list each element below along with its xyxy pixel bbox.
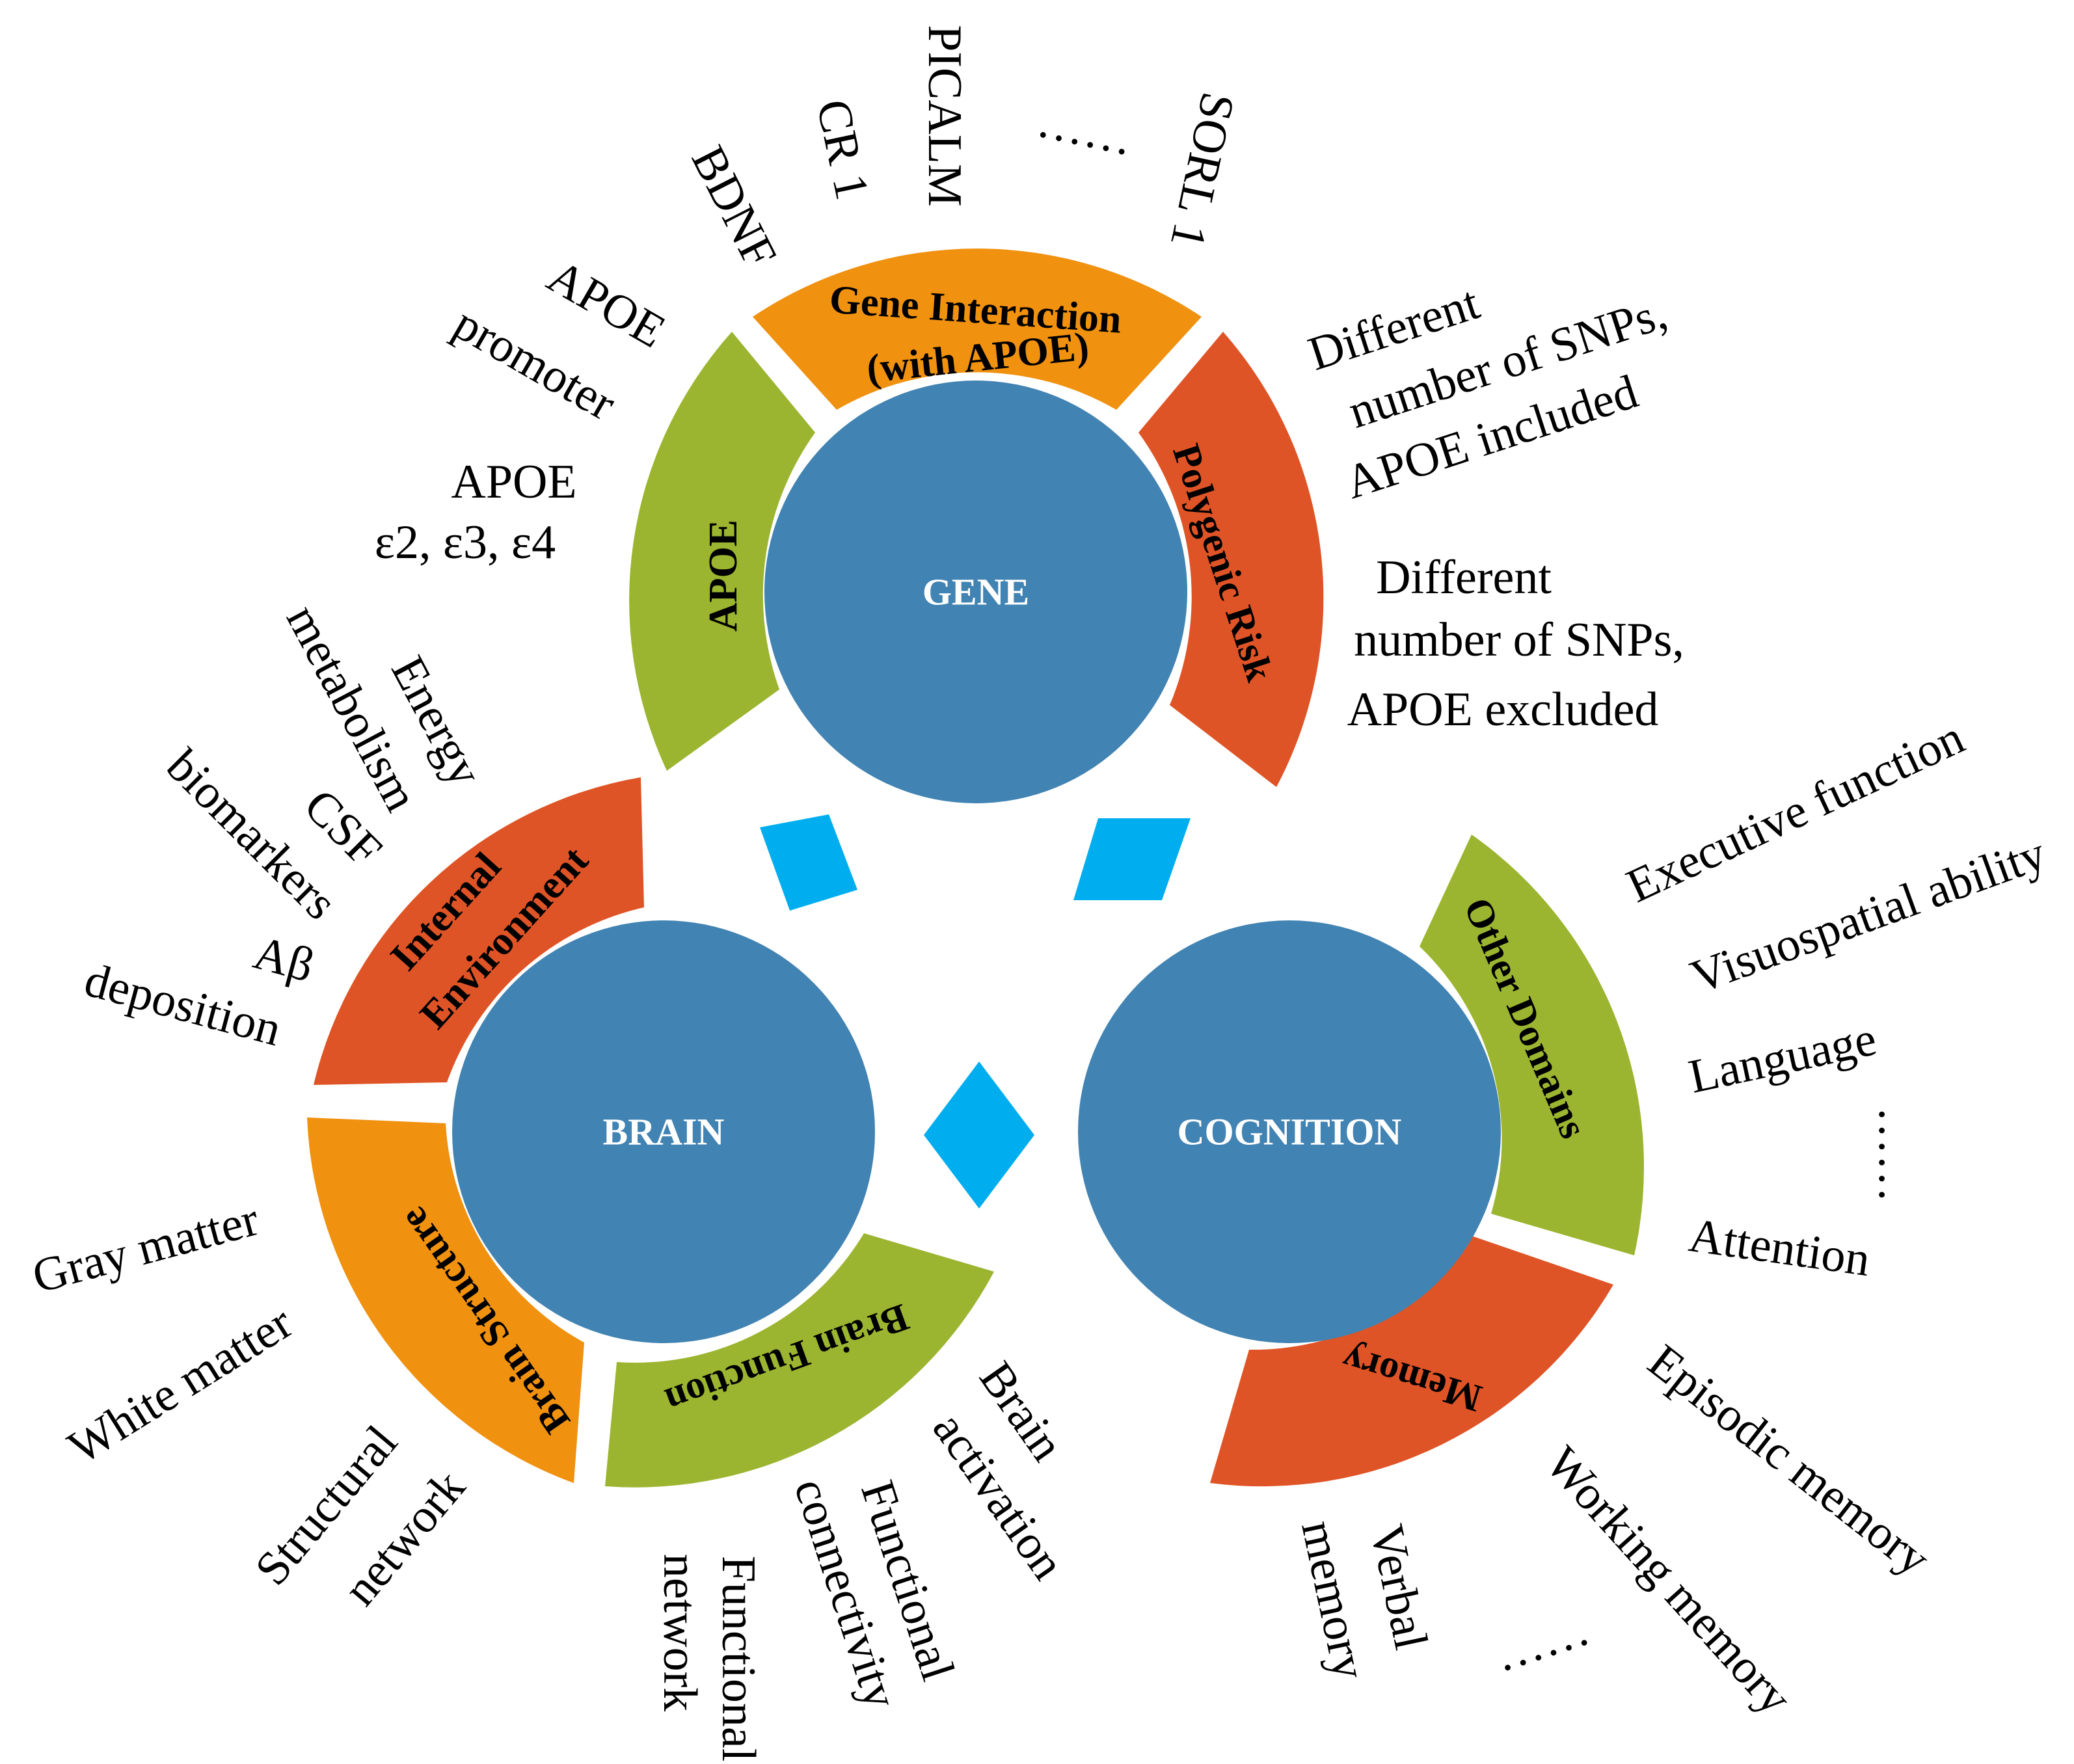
connector-diamonds [760,814,1191,1209]
label-verbal-memory-1: Verbal [1360,1520,1438,1654]
diamond-right [1073,818,1191,900]
label-snps-excluded-3: APOE excluded [1347,683,1659,736]
label-functional-network-1: Functional [712,1556,765,1762]
label-gray-matter: Gray matter [27,1192,265,1303]
label-episodic-memory: Episodic memory [1638,1334,1939,1586]
label-gene-ellipsis: …… [1032,94,1138,167]
label-domains-ellipsis: …… [1842,1106,1895,1203]
label-abeta-deposition-1: Aβ [249,926,319,993]
label-white-matter: White matter [59,1296,302,1475]
segment-gene-interaction [753,248,1202,410]
label-cr1: CR 1 [806,95,879,204]
segment-brain-structure [307,1117,584,1483]
label-snps-excluded-2: number of SNPs, [1354,613,1684,667]
label-functional-network-2: network [653,1554,707,1712]
segment-apoe [629,332,815,771]
gene-hub [764,381,1187,803]
segment-brain-function [605,1233,994,1488]
brain-hub [452,920,875,1343]
segment-memory [1210,1236,1613,1487]
label-picalm: PICALM [918,25,971,207]
segment-internal-environment [314,777,644,1085]
label-attention: Attention [1686,1209,1873,1287]
segment-polygenic-risk [1138,332,1324,787]
label-snps-excluded-1: Different [1376,551,1552,604]
label-apoe-alleles-2: ε2, ε3, ε4 [375,516,556,569]
label-memory-ellipsis: …… [1488,1602,1596,1683]
diamond-center [924,1062,1034,1209]
cognition-hub-label: COGNITION [1178,1111,1402,1153]
diamond-left [760,814,857,911]
ring-segments [307,248,1644,1488]
cognition-hub [1078,920,1501,1343]
apoe-title: APOE [701,520,746,632]
segment-other-domains [1420,835,1644,1255]
label-apoe-alleles-1: APOE [451,455,576,509]
label-language: Language [1684,1012,1881,1104]
gene-hub-label: GENE [923,571,1029,613]
label-sorl1: SORL 1 [1160,88,1245,253]
brain-hub-label: BRAIN [603,1111,725,1153]
label-working-memory: Working memory [1535,1437,1802,1725]
label-bdnf: BDNF [681,137,787,276]
label-apoe-promoter-1: APOE [539,249,674,358]
